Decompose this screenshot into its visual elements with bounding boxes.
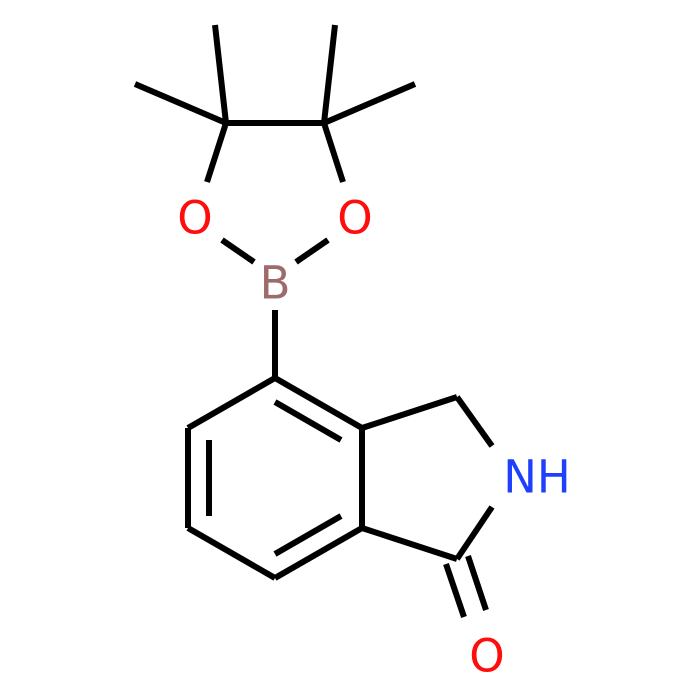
bond-ring-3 <box>186 525 277 581</box>
bond-methyl-4 <box>322 81 417 126</box>
nitrogen-label: NH <box>503 451 571 504</box>
benzene-ring-bonds <box>185 375 365 581</box>
bond-ring-ch2 <box>361 394 458 431</box>
bond-ring-4 <box>273 525 364 581</box>
bond-o-b-left <box>220 237 256 265</box>
oxygen-right-label: O <box>337 192 372 245</box>
pinacol-bonds <box>133 24 417 265</box>
bond-c-o-right <box>321 122 346 183</box>
bond-ring-6-inner <box>273 399 343 443</box>
bond-methyl-2 <box>133 81 228 126</box>
lactam-ring-bonds <box>361 394 495 618</box>
bond-ch2-n <box>454 395 495 448</box>
bond-c-o-carbonyl-2 <box>465 555 489 611</box>
bond-n-co <box>454 505 495 561</box>
bond-c-o-left <box>204 122 229 183</box>
bond-ring-1 <box>186 375 277 431</box>
carbonyl-oxygen-label: O <box>469 630 504 683</box>
bond-methyl-1 <box>212 24 229 124</box>
bond-c-o-carbonyl-1 <box>443 563 467 618</box>
bond-o-b-right <box>294 237 330 265</box>
oxygen-left-label: O <box>177 192 212 245</box>
boron-label: B <box>260 257 291 310</box>
bond-methyl-3 <box>321 24 338 124</box>
bond-ring-4-inner <box>273 513 343 557</box>
bond-co-ring <box>361 525 458 562</box>
bond-ring-6 <box>273 375 364 431</box>
